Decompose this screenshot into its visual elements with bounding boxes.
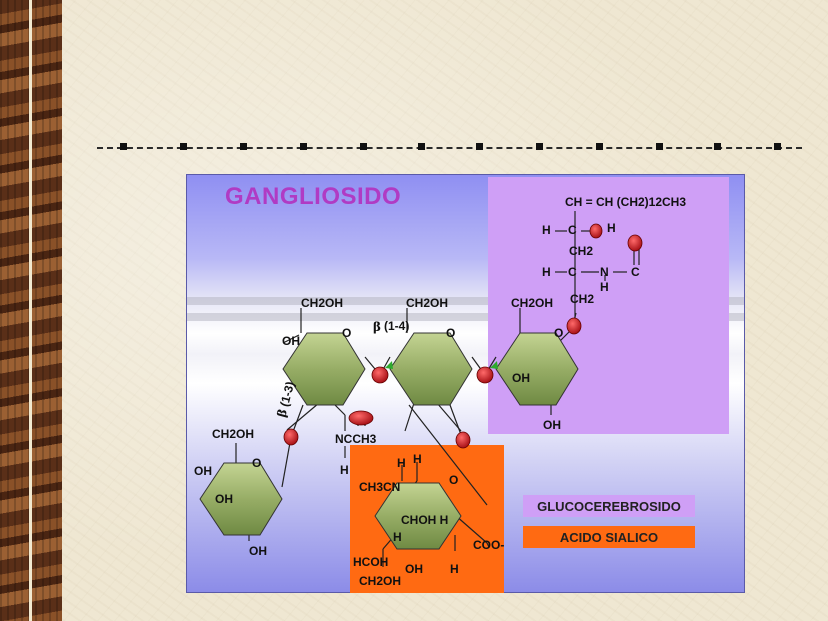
oh-label: OH [249,544,267,558]
slide-band [187,313,744,321]
h-label: H [542,265,551,279]
ganglioside-slide: GANGLIOSIDO GLUCOCEREBROSIDO ACIDO SIALI… [186,174,745,593]
ch3cn-label: CH3CN [359,480,400,494]
oh-label: OH [543,418,561,432]
h-label: H [542,223,551,237]
ring-oxygen-label: O [252,456,261,470]
stereo-arrows [385,361,498,369]
oh-label: OH [405,562,423,576]
beta-1-3-label: (1-3) [277,380,297,408]
divider-dot [360,143,367,150]
divider-dot [774,143,781,150]
h-label: H [607,221,616,235]
divider-dot [180,143,187,150]
wood-seam [29,0,32,621]
hcoh-label: HCOH [353,555,388,569]
divider-dot [476,143,483,150]
ch2oh-label: CH2OH [212,427,254,441]
oh-label: OH [194,464,212,478]
oh-label: OH [512,371,530,385]
oh-label: OH [215,492,233,506]
chohh-label: CHOH H [401,513,448,527]
nccch3-label: NCCH3 [335,432,377,446]
legend-sialic-acid: ACIDO SIALICO [523,526,695,548]
atom-labels: CH = CH (CH2)12CH3 H C H CH2 H C N C H C… [194,195,686,588]
oxygen-atoms [283,223,643,449]
slide-title: GANGLIOSIDO [225,183,402,210]
ch2-label: CH2 [569,244,593,258]
divider-dot [656,143,663,150]
ch2oh-label: CH2OH [301,296,343,310]
ring-oxygen-label: O [554,326,563,340]
h-label: H [600,280,609,294]
beta-1-4-label: (1-4) [384,319,409,333]
ring-oxygen-label: O [446,326,455,340]
h-label: H [413,452,422,466]
ch2oh-label: CH2OH [406,296,448,310]
divider-dot [714,143,721,150]
molecule-structure: CH = CH (CH2)12CH3 H C H CH2 H C N C H C… [194,195,686,588]
legend-glucocerebroside: GLUCOCEREBROSIDO [523,495,695,517]
divider-dot [536,143,543,150]
c-label: C [568,223,577,237]
coo-label: COO- [473,538,504,552]
slide-band [187,297,744,305]
wood-border [0,0,62,621]
sugar-rings [199,332,579,550]
divider-dot [596,143,603,150]
beta-symbol: β [373,320,381,334]
h-label: H [340,463,349,477]
n-label: N [600,265,609,279]
h-label: H [397,456,406,470]
divider-dot [120,143,127,150]
divider-dot [240,143,247,150]
beta-symbol: β [274,407,290,418]
beta-1-3-group: β (1-3) [274,380,297,419]
c-label: C [568,265,577,279]
divider-line [97,147,802,149]
ch2-label: CH2 [570,292,594,306]
ch2oh-label: CH2OH [511,296,553,310]
divider-dot [300,143,307,150]
ring-oxygen-label: O [342,326,351,340]
ch-chain-label: CH = CH (CH2)12CH3 [565,195,686,209]
oh-label: OH [282,334,300,348]
h-label: H [450,562,459,576]
divider-dot [418,143,425,150]
ch2oh-label: CH2OH [359,574,401,588]
h-label: H [393,530,402,544]
c-label: C [631,265,640,279]
ring-oxygen-label: O [449,473,458,487]
